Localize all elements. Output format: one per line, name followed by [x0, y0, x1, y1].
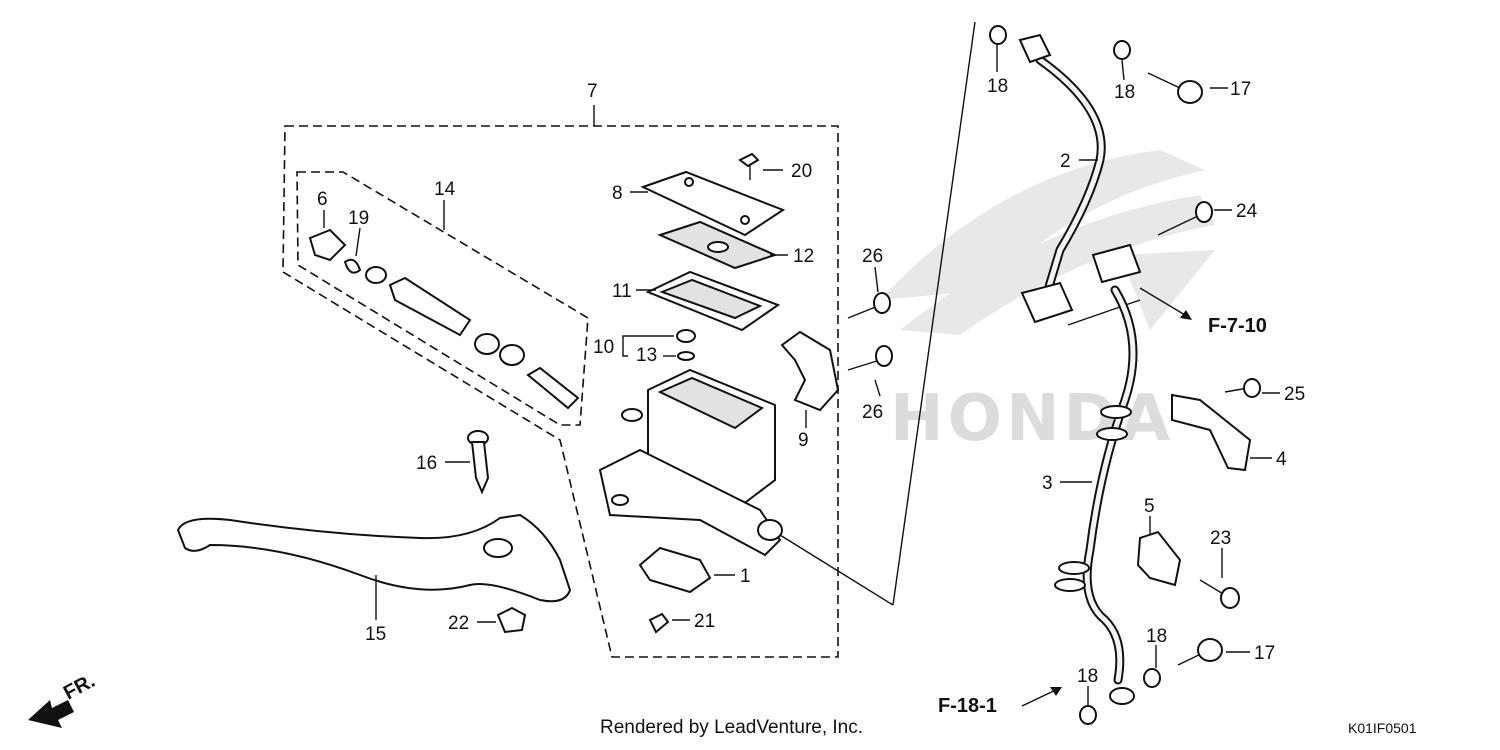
callout-17-lower: 17 — [1254, 643, 1275, 664]
clamp-5 — [1136, 530, 1182, 587]
callout-25: 25 — [1284, 384, 1305, 405]
o-ring — [677, 351, 695, 361]
lever-pivot-hole — [483, 538, 513, 558]
screw-21 — [648, 612, 670, 634]
screw-20 — [738, 152, 760, 180]
callout-5: 5 — [1144, 496, 1155, 517]
callout-6: 6 — [317, 189, 328, 210]
washer-18-b — [1113, 40, 1131, 60]
callout-10: 10 — [593, 337, 614, 358]
callout-11: 11 — [612, 281, 632, 302]
callout-18-b: 18 — [1114, 82, 1135, 103]
piston-kit-parts — [308, 228, 580, 410]
callout-26-lower: 26 — [862, 402, 883, 423]
callout-7: 7 — [587, 81, 598, 102]
ref-f-18-1[interactable]: F-18-1 — [938, 695, 997, 717]
callout-15: 15 — [365, 624, 386, 645]
front-direction-marker: FR. — [28, 670, 99, 728]
callout-20: 20 — [791, 161, 812, 182]
callout-14: 14 — [434, 179, 456, 200]
bolt-17-lower — [1177, 638, 1223, 666]
upper-brake-hose — [1018, 33, 1106, 295]
brake-lever — [176, 513, 572, 603]
reservoir-cap — [640, 170, 786, 237]
lower-brake-hose — [1054, 285, 1138, 705]
three-way-joint — [1020, 243, 1142, 326]
callout-13: 13 — [636, 345, 657, 366]
callout-17-upper: 17 — [1230, 79, 1251, 100]
master-cylinder-body — [598, 368, 783, 557]
credit-text: Rendered by LeadVenture, Inc. — [600, 717, 863, 738]
callout-3: 3 — [1042, 473, 1053, 494]
ref-f-7-10[interactable]: F-7-10 — [1208, 315, 1267, 337]
callout-23: 23 — [1210, 528, 1231, 549]
callout-22: 22 — [448, 613, 469, 634]
washer-18-a — [989, 25, 1007, 45]
brake-light-switch — [638, 546, 712, 594]
callout-18-a: 18 — [987, 76, 1008, 97]
bolt-23 — [1199, 579, 1240, 609]
bracket-4 — [1171, 393, 1252, 472]
bolt-25 — [1224, 378, 1261, 398]
callout-12: 12 — [793, 246, 814, 267]
callout-1: 1 — [740, 566, 751, 587]
master-cylinder-assembly-outline — [282, 125, 839, 658]
bolt-24 — [1157, 201, 1213, 236]
callout-4: 4 — [1276, 449, 1287, 470]
washer-18-c — [1143, 668, 1161, 688]
leader-lines — [323, 44, 1280, 707]
pivot-nut — [496, 606, 527, 634]
diaphragm-plate — [657, 220, 778, 270]
fr-label: FR. — [60, 670, 99, 705]
callout-8: 8 — [612, 183, 623, 204]
callout-19: 19 — [348, 208, 369, 229]
callout-2: 2 — [1060, 151, 1071, 172]
callout-16: 16 — [416, 453, 437, 474]
diagram-code: K01IF0501 — [1348, 720, 1417, 736]
callout-18-d: 18 — [1077, 666, 1098, 687]
cap-nut — [676, 329, 696, 343]
callout-24: 24 — [1236, 201, 1258, 222]
callout-9: 9 — [798, 430, 809, 451]
bolt-26-upper — [847, 292, 891, 319]
bolt-17-upper — [1147, 72, 1203, 104]
callouts: 7 8 20 12 11 10 13 9 26 26 14 6 19 16 15… — [317, 76, 1305, 717]
piston-kit-outline — [296, 171, 589, 426]
callout-26-upper: 26 — [862, 246, 883, 267]
diaphragm — [645, 270, 781, 332]
callout-21: 21 — [694, 611, 715, 632]
washer-18-d — [1079, 705, 1097, 725]
bolt-26-lower — [847, 345, 893, 371]
callout-18-c: 18 — [1146, 626, 1167, 647]
pivot-bolt — [467, 430, 490, 495]
handlebar-holder — [780, 330, 840, 412]
